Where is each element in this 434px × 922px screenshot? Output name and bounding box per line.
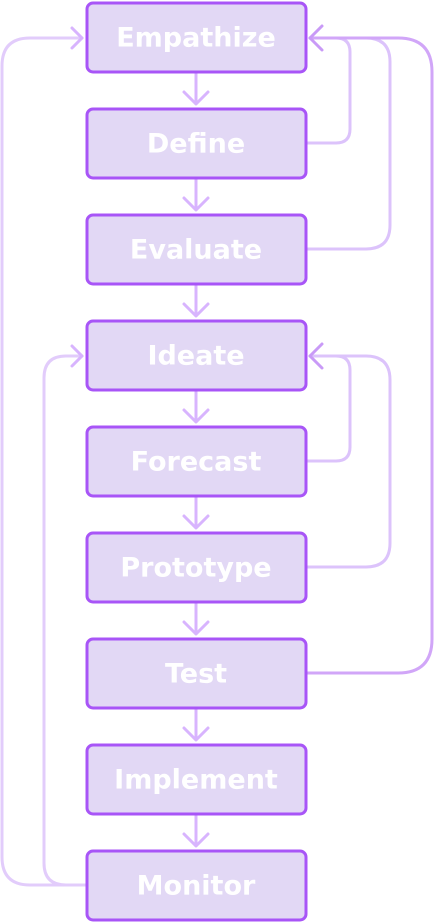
step-forecast: Forecast: [85, 425, 308, 498]
feedback-loops: [0, 24, 434, 887]
step-label-implement: Implement: [114, 765, 278, 796]
step-label-empathize: Empathize: [116, 23, 276, 54]
step-evaluate: Evaluate: [85, 213, 308, 286]
process-steps: Empathize Define Evaluate Ideate Forecas…: [85, 1, 308, 922]
arrow-prototype-to-test: [182, 601, 210, 636]
step-implement: Implement: [85, 743, 308, 816]
loop-define-to-empathize: [304, 36, 352, 145]
step-label-forecast: Forecast: [131, 447, 262, 478]
arrowhead-ideate-right: [308, 342, 324, 370]
loop-monitor-to-ideate: [42, 354, 88, 887]
arrowhead-empathize-right: [308, 24, 324, 52]
arrow-define-to-evaluate: [182, 177, 210, 212]
step-label-ideate: Ideate: [147, 341, 244, 372]
arrowhead-empathize-left: [70, 26, 84, 50]
step-define: Define: [85, 107, 308, 180]
loop-prototype-to-ideate: [304, 354, 392, 569]
step-label-test: Test: [165, 659, 227, 690]
arrow-implement-to-monitor: [182, 813, 210, 848]
step-monitor: Monitor: [85, 849, 308, 922]
step-ideate: Ideate: [85, 319, 308, 392]
sequence-arrows: [182, 71, 210, 848]
step-label-prototype: Prototype: [120, 553, 271, 584]
arrow-forecast-to-prototype: [182, 495, 210, 530]
loop-monitor-to-empathize: [0, 36, 88, 887]
step-label-define: Define: [147, 129, 245, 160]
step-test: Test: [85, 637, 308, 710]
step-prototype: Prototype: [85, 531, 308, 604]
arrow-ideate-to-forecast: [182, 389, 210, 424]
arrow-empathize-to-define: [182, 71, 210, 106]
loop-test-to-empathize: [304, 36, 434, 675]
step-label-evaluate: Evaluate: [130, 235, 262, 266]
arrow-test-to-implement: [182, 707, 210, 742]
step-label-monitor: Monitor: [137, 871, 256, 902]
loop-forecast-to-ideate: [304, 354, 352, 463]
step-empathize: Empathize: [85, 1, 308, 74]
arrowhead-ideate-left: [70, 344, 84, 368]
arrow-evaluate-to-ideate: [182, 283, 210, 318]
